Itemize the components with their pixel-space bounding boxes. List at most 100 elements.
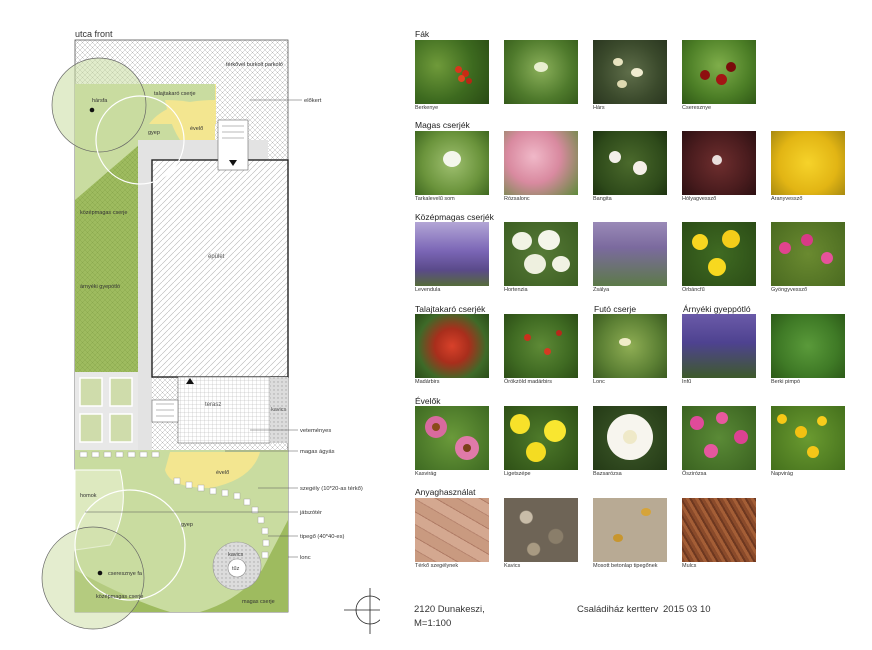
street-label: utca front: [75, 29, 113, 39]
plant-card-sage: Zsálya: [593, 222, 667, 293]
weigela-photo: [504, 131, 578, 195]
plant-card-tree-2: [504, 40, 578, 105]
terrace-steps: [151, 399, 179, 423]
plant-card-weigela: Rózsalonc: [504, 131, 578, 202]
helianthemum-photo: [771, 406, 845, 470]
entrance-arrow-icon: [229, 160, 237, 166]
gravel-strip: [270, 377, 288, 443]
material-name: Mosott betonlap tipegőnek: [593, 563, 658, 569]
paver-photo: [415, 498, 489, 562]
plant-name: Bangita: [593, 196, 612, 202]
plant-name: Örökzöld madárbirs: [504, 379, 552, 385]
plant-name: Madárbirs: [415, 379, 440, 385]
concrete-photo: [593, 498, 667, 562]
perennial-top-shape: [165, 100, 215, 140]
plant-card-forsythia: Aranyvessző: [771, 131, 845, 202]
cherry-trunk: [97, 570, 103, 576]
medium-shrub-bottom-label: középmagas cserje: [96, 594, 143, 600]
aster-photo: [682, 406, 756, 470]
perennial-mid-label: évelő: [216, 470, 229, 476]
vegetable-bed: [79, 413, 103, 443]
playground-label: játszótér: [299, 510, 322, 516]
plant-name: Ligetszépe: [504, 471, 531, 477]
hydrangea-photo: [504, 222, 578, 286]
spiraea-photo: [771, 222, 845, 286]
lavender-photo: [415, 222, 489, 286]
sand-label: homok: [80, 493, 97, 499]
tree-2-photo: [504, 40, 578, 104]
linden-trunk: [89, 107, 95, 113]
plant-card-viburnum: Bangita: [593, 131, 667, 202]
fire-pit: [227, 558, 247, 578]
plant-card-dogwood: Tarkalevelű som: [415, 131, 489, 202]
plant-card-hydrangea: Hortenzia: [504, 222, 578, 293]
vegetable-bed: [109, 377, 133, 407]
plant-name: Berki pimpó: [771, 379, 801, 385]
lawn-bottom-label: gyep: [181, 522, 193, 528]
vegetable-bed: [79, 377, 103, 407]
plant-card-helianthemum: Napvirág: [771, 406, 845, 477]
section-tall-shrubs: Magas cserjék: [415, 120, 470, 130]
plant-name: Rózsalonc: [504, 196, 530, 202]
climber-label: lonc: [300, 555, 311, 561]
gravel-label: kavics: [271, 407, 287, 413]
border-label: szegély (10*20-as térkő): [300, 486, 363, 492]
section-perennials: Évelők: [415, 396, 441, 406]
terrace-arrow-icon: [186, 378, 194, 384]
front-yard-label: előkert: [304, 98, 322, 104]
building-label: épület: [208, 254, 225, 260]
plant-name: Hólyagvessző: [682, 196, 717, 202]
plant-name: Hortenzia: [504, 287, 528, 293]
waldsteinia-photo: [771, 314, 845, 378]
honeysuckle-photo: [593, 314, 667, 378]
building: [151, 159, 289, 378]
plant-card-spiraea: Gyöngyvessző: [771, 222, 845, 293]
section-shade: Árnyéki gyeppótló: [683, 304, 751, 314]
plant-name: Infű: [682, 379, 692, 385]
linden-label: hársfa: [92, 98, 108, 104]
material-name: Térkő szegélynek: [415, 563, 459, 569]
border-stones: [79, 451, 270, 559]
north-arrow-icon: [344, 588, 380, 634]
plant-card-waldsteinia: Berki pimpó: [771, 314, 845, 385]
linden-canopy: [51, 57, 147, 153]
section-trees: Fák: [415, 29, 430, 39]
plant-name: Orbáncfű: [682, 287, 705, 293]
plant-card-ajuga: Infű: [682, 314, 756, 385]
footer-title: Családiház kertterv: [577, 604, 659, 615]
hypericum-photo: [682, 222, 756, 286]
plant-name: Zsálya: [593, 287, 610, 293]
plant-card-evergreen-cotoneaster: Örökzöld madárbirs: [504, 314, 578, 385]
perennial-top-label: évelő: [190, 126, 203, 132]
terrace-label: terasz: [205, 402, 221, 408]
stepping-label: tipegő (40*40-es): [300, 534, 345, 540]
sage-photo: [593, 222, 667, 286]
plant-card-hypericum: Orbáncfű: [682, 222, 756, 293]
linden-canopy-inner: [95, 95, 185, 185]
rowan-photo: [415, 40, 489, 104]
viburnum-photo: [593, 131, 667, 195]
cherry-canopy-inner: [74, 489, 186, 601]
plant-card-lavender: Levendula: [415, 222, 489, 293]
plant-name: Őszirózsa: [682, 471, 707, 477]
material-name: Mulcs: [682, 563, 697, 569]
lawn-top-label: gyep: [148, 130, 160, 136]
side-path: [138, 140, 152, 450]
perennial-bottom-shape: [165, 452, 260, 488]
plant-card-peony: Bazsarózsa: [593, 406, 667, 477]
dogwood-photo: [415, 131, 489, 195]
vegetable-bed: [109, 413, 133, 443]
echinacea-photo: [415, 406, 489, 470]
section-climber: Futó cserje: [594, 304, 637, 314]
section-groundcover: Talajtakaró cserjék: [415, 304, 486, 314]
vegetable-label: veteményes: [300, 428, 331, 434]
cherry-label: cseresznye fa: [108, 571, 143, 577]
terrace: [177, 376, 271, 444]
footer-scale: M=1:100: [414, 618, 452, 629]
terrace-step-lines: [156, 403, 174, 417]
site-plan: utca front épület terasz kavics: [41, 29, 380, 634]
ajuga-photo: [682, 314, 756, 378]
footer-location: 2120 Dunakeszi,: [414, 604, 485, 615]
plant-card-echinacea: Kasvirág: [415, 406, 489, 477]
tall-shrub-shape: [200, 520, 288, 612]
